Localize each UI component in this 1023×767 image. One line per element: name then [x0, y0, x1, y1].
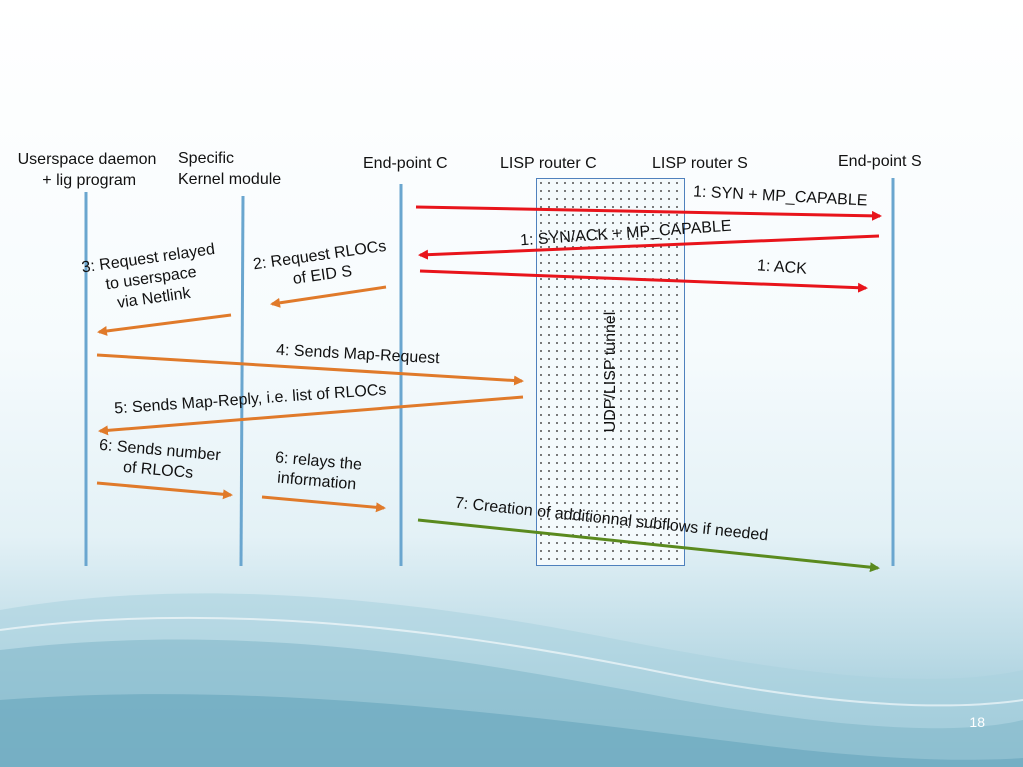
- actor-endpoint-c: End-point C: [363, 155, 448, 172]
- arrow-synack: [418, 234, 880, 260]
- arrow-num-rlocs: [96, 481, 233, 500]
- arrow-map-request: [96, 353, 524, 386]
- arrow-req-rlocs: [270, 285, 387, 308]
- arrow-syn: [415, 205, 882, 221]
- arrow-req-relayed: [97, 313, 232, 336]
- label-relays-info: 6: relays the information: [274, 449, 363, 494]
- actor-endpoint-s: End-point S: [838, 153, 922, 170]
- arrow-map-reply: [98, 395, 524, 436]
- arrow-ack: [419, 269, 868, 293]
- udp-lisp-tunnel: [536, 178, 685, 566]
- lifeline-kernel: [239, 195, 245, 567]
- actor-lisp-router-c: LISP router C: [500, 155, 597, 172]
- actor-lisp-router-s: LISP router S: [652, 155, 748, 172]
- slide-number: 18: [969, 714, 985, 730]
- actor-userspace-daemon: Userspace daemon + lig program: [17, 151, 157, 189]
- label-ack: 1: ACK: [756, 257, 808, 278]
- actor-kernel-module: Specific Kernel module: [178, 150, 282, 188]
- arrow-subflows: [417, 518, 880, 573]
- arrow-relays-info: [261, 495, 386, 513]
